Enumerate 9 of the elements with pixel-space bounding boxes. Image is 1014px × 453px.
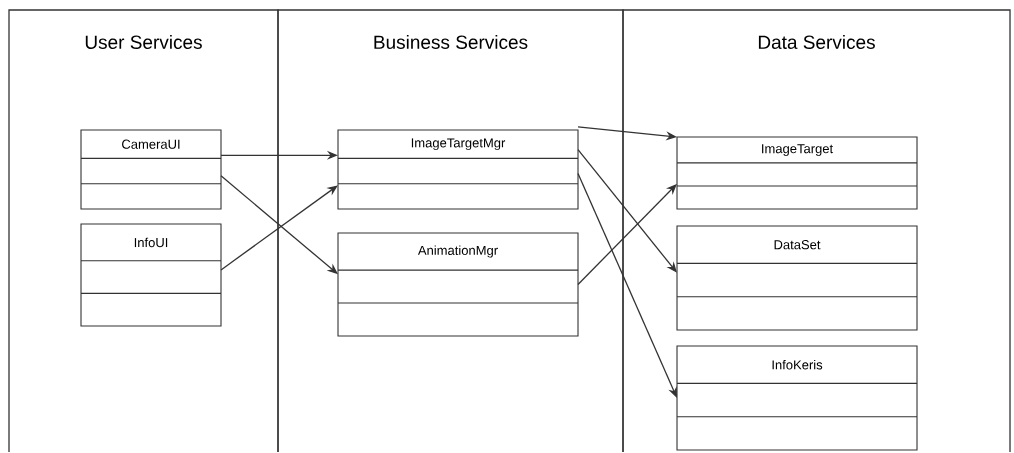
class-box: AnimationMgr xyxy=(337,232,579,337)
class-box: InfoUI xyxy=(80,223,222,327)
arrow xyxy=(577,172,677,398)
class-box: ImageTarget xyxy=(676,136,918,210)
class-box: InfoKeris xyxy=(676,345,918,451)
class-box: CameraUI xyxy=(80,129,222,210)
class-box: ImageTargetMgr xyxy=(337,129,579,210)
class-box: DataSet xyxy=(676,225,918,331)
arrow xyxy=(577,149,677,273)
